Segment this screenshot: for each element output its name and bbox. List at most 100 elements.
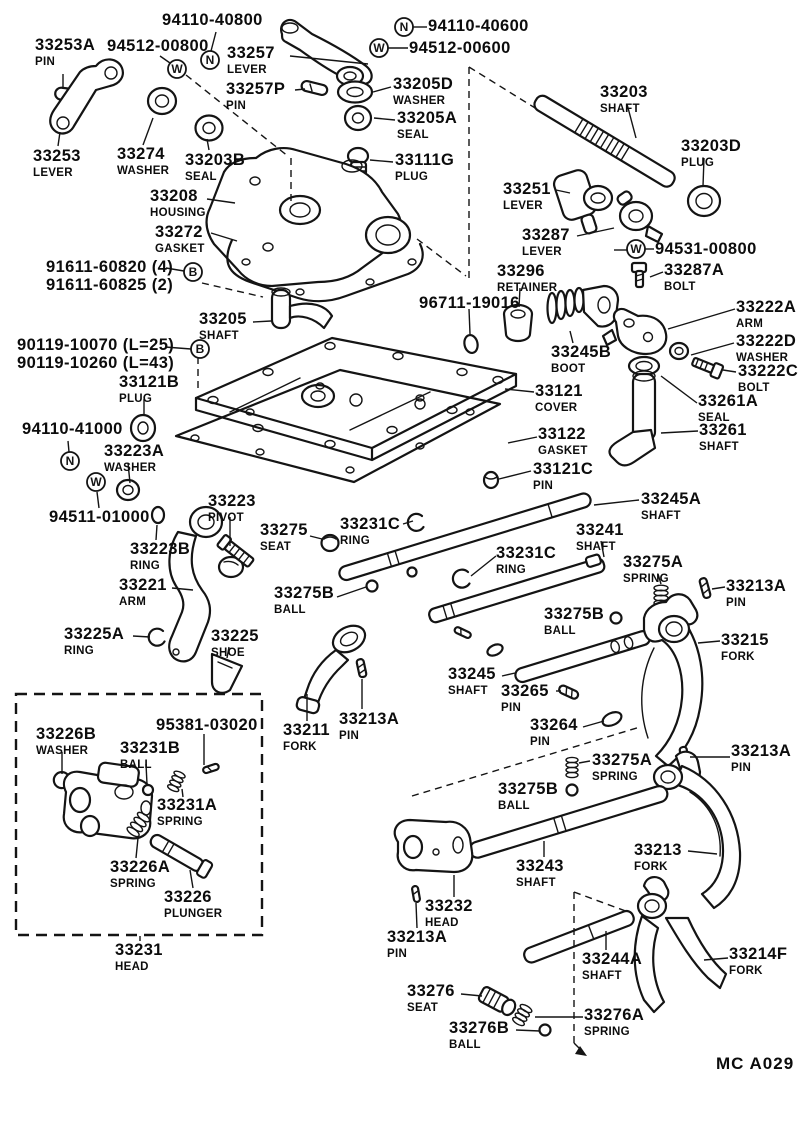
part-number: 33257P xyxy=(226,80,286,98)
part-descriptor: FORK xyxy=(729,964,763,977)
part-number: 33226B xyxy=(36,725,97,743)
part-number: 33221 xyxy=(119,576,167,594)
leader-lines-layer xyxy=(57,26,737,1052)
shoe-33225-drawing xyxy=(210,652,244,694)
part-number: 33276B xyxy=(449,1019,510,1037)
part-number: 33245 xyxy=(448,665,496,683)
symbol-letter-W: W xyxy=(630,242,642,256)
pin-33121C-drawing xyxy=(482,470,500,490)
part-number: 33205A xyxy=(397,109,458,127)
part-descriptor: SHAFT xyxy=(576,540,616,553)
part-number: 94110-40600 xyxy=(428,17,529,35)
leader-line xyxy=(165,267,185,272)
leader-line xyxy=(294,88,306,91)
part-descriptor: PIN xyxy=(501,701,522,714)
leader-line xyxy=(690,342,735,356)
leader-line xyxy=(703,957,729,961)
part-number: 90119-10260 (L=43) xyxy=(17,354,175,372)
leader-line xyxy=(573,1042,583,1052)
part-number: 33261 xyxy=(699,421,747,439)
symbol-letter-W: W xyxy=(90,475,102,489)
part-number: 33203 xyxy=(600,83,648,101)
part-descriptor: GASKET xyxy=(538,444,588,457)
leader-line xyxy=(372,86,392,93)
inset-dashed-box xyxy=(14,692,264,937)
leader-line xyxy=(206,198,236,204)
lever-33251-drawing xyxy=(552,169,614,235)
part-number: 33231C xyxy=(496,544,557,562)
assembly-arrowhead xyxy=(575,1046,587,1056)
leader-line xyxy=(96,491,100,509)
part-number: 33226 xyxy=(164,888,212,906)
gasket-33122-drawing xyxy=(174,368,502,484)
pin-interlock-drawing xyxy=(453,626,472,640)
part-descriptor: SHOE xyxy=(211,646,245,659)
leader-line xyxy=(411,726,641,797)
part-descriptor: BOLT xyxy=(738,381,770,394)
part-label-94512-00600: 94512-00600 xyxy=(409,40,511,57)
part-descriptor: WASHER xyxy=(736,351,789,364)
part-descriptor: ARM xyxy=(119,595,147,608)
part-descriptor: PIN xyxy=(530,735,551,748)
leader-line xyxy=(171,587,194,591)
pin-33257P-drawing xyxy=(300,79,329,97)
part-descriptor: SEAL xyxy=(185,170,217,183)
part-descriptor: SHAFT xyxy=(199,329,239,342)
part-descriptor: PIN xyxy=(339,729,360,742)
symbol-circle-B xyxy=(190,339,210,359)
leader-line xyxy=(67,440,70,453)
part-descriptor: SPRING xyxy=(592,770,638,783)
part-descriptor: PLUG xyxy=(395,170,429,183)
part-descriptor: SEAT xyxy=(260,540,292,553)
part-number: 33231A xyxy=(157,796,218,814)
pin-oval-drawing xyxy=(486,643,504,657)
part-descriptor: WASHER xyxy=(117,164,170,177)
part-descriptor: LEVER xyxy=(503,199,543,212)
part-descriptor: BALL xyxy=(544,624,576,637)
leader-line xyxy=(252,320,272,323)
part-number: 94512-00600 xyxy=(409,39,511,57)
leader-line xyxy=(127,462,131,484)
part-descriptor: PIN xyxy=(731,761,752,774)
part-number: 33226A xyxy=(110,858,171,876)
part-number: 33208 xyxy=(150,187,198,205)
part-descriptor: LEVER xyxy=(227,63,267,76)
leader-line xyxy=(201,282,264,298)
part-label-91611-60825 (2): 91611-60825 (2) xyxy=(46,277,173,294)
part-number: 33121 xyxy=(535,382,583,400)
pivot-33223-drawing xyxy=(216,534,255,568)
seal-33205A-drawing xyxy=(343,104,373,132)
part-number: 94512-00800 xyxy=(107,37,209,55)
part-number: 91611-60820 (4) xyxy=(46,258,174,276)
ball-33275B-2-drawing xyxy=(609,611,623,625)
leader-line xyxy=(206,138,210,151)
part-descriptor: ARM xyxy=(736,317,764,330)
ring-33231C-drawing xyxy=(406,512,425,532)
shaft-33203-drawing xyxy=(533,94,676,188)
leader-line xyxy=(518,287,521,308)
leader-line xyxy=(649,271,664,278)
leader-line xyxy=(468,66,541,112)
part-number: 94511-01000 xyxy=(49,508,150,526)
